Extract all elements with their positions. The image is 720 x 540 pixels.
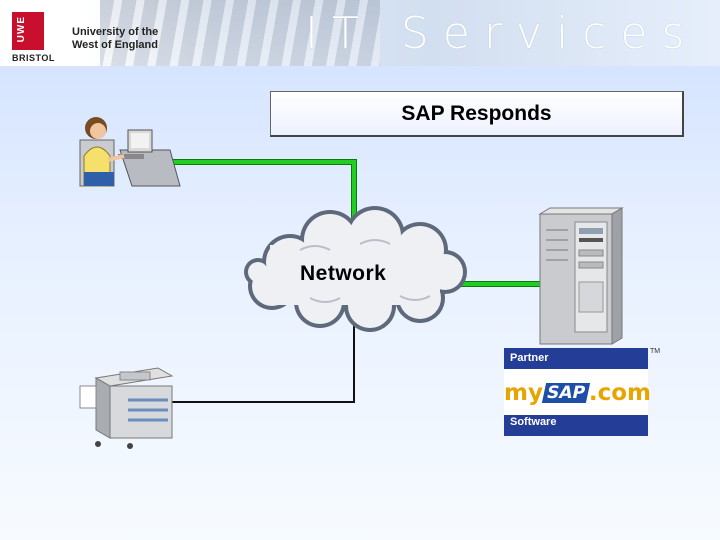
network-label: Network xyxy=(300,262,387,285)
user-network-link xyxy=(170,159,357,232)
printer-icon xyxy=(79,367,174,449)
software-label: Software xyxy=(510,416,557,428)
university-line-1: University of the xyxy=(72,26,159,38)
brand-com: .com xyxy=(588,380,651,406)
server-icon xyxy=(538,207,624,345)
keyboard-image xyxy=(100,0,380,66)
user-workstation-icon xyxy=(79,117,181,187)
trademark-mark: TM xyxy=(650,348,661,355)
uwe-logo: UWE xyxy=(12,12,44,50)
slide-title-box: SAP Responds xyxy=(270,91,684,137)
university-line-2: West of England xyxy=(72,39,158,51)
bristol-label: BRISTOL xyxy=(12,53,55,63)
network-printer-link xyxy=(170,322,355,403)
brand-sap: SAP xyxy=(541,383,590,403)
it-services-banner: IT Services xyxy=(305,8,699,59)
slide-title: SAP Responds xyxy=(401,101,552,125)
network-cloud-icon xyxy=(244,206,467,332)
brand-my: my xyxy=(504,380,543,406)
partner-label: Partner xyxy=(510,352,549,364)
